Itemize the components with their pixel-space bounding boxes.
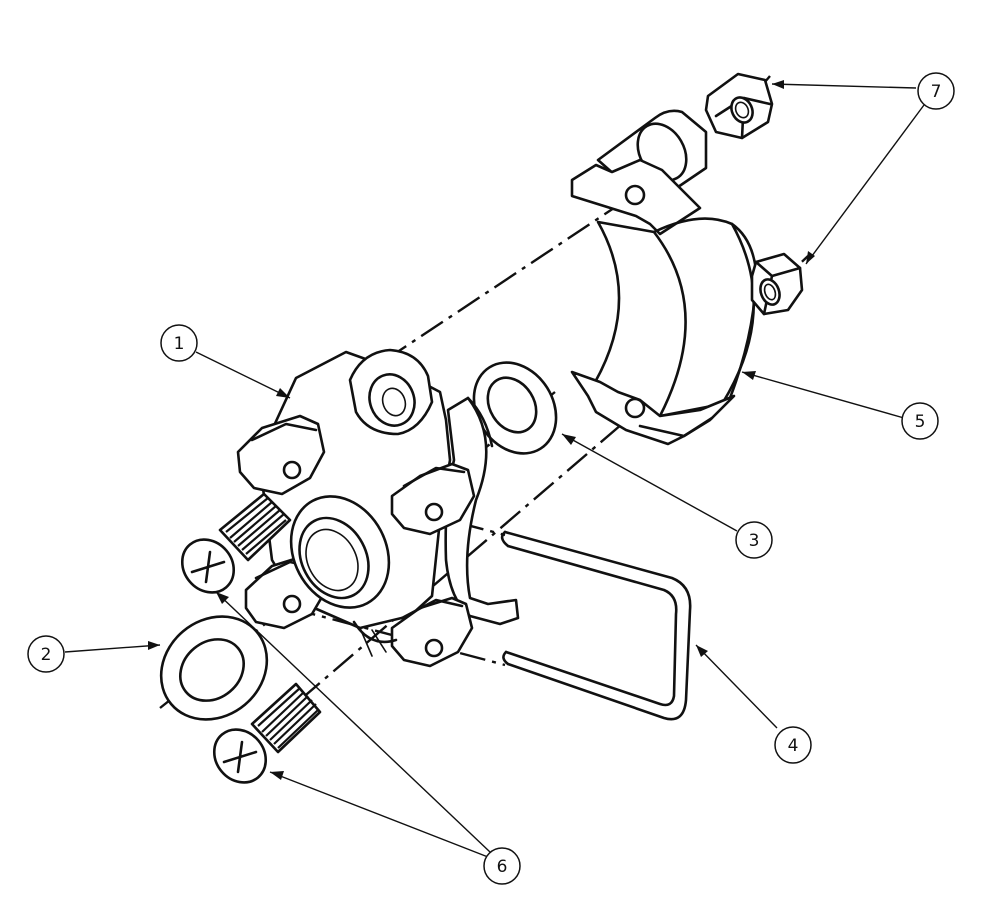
leader-5 xyxy=(741,371,905,419)
callout-label-6: 6 xyxy=(497,857,508,877)
leader-1 xyxy=(195,351,291,399)
clamp-strap-icon xyxy=(570,109,758,446)
callout-balloon-2: 2 xyxy=(27,635,65,673)
leader-lines xyxy=(64,83,925,858)
u-bolt-icon xyxy=(500,530,692,721)
gasket-ring-icon xyxy=(472,361,558,455)
callout-balloon-4: 4 xyxy=(774,726,812,764)
leader-7a xyxy=(771,83,917,89)
leader-6a xyxy=(215,591,491,853)
screw-lower xyxy=(212,682,322,784)
washer-icon xyxy=(159,615,269,721)
leader-2 xyxy=(64,644,161,653)
callout-balloon-6: 6 xyxy=(483,847,521,885)
hex-nut-lower xyxy=(750,252,804,316)
leader-arrowheads xyxy=(148,80,815,780)
centerline-main-axis xyxy=(159,391,556,709)
hex-nut-icon xyxy=(704,72,804,316)
callout-label-4: 4 xyxy=(788,736,799,756)
callout-balloon-3: 3 xyxy=(735,521,773,559)
screw-icon xyxy=(180,492,322,784)
callout-label-5: 5 xyxy=(915,412,926,432)
callout-balloon-7: 7 xyxy=(917,72,955,110)
leader-7b xyxy=(805,104,925,265)
callout-balloon-5: 5 xyxy=(901,402,939,440)
callout-label-2: 2 xyxy=(41,645,52,665)
screw-upper xyxy=(180,492,292,594)
callout-label-3: 3 xyxy=(749,531,760,551)
callout-balloon-1: 1 xyxy=(160,324,198,362)
callout-label-1: 1 xyxy=(174,334,185,354)
leader-4 xyxy=(695,644,778,729)
callout-label-7: 7 xyxy=(931,82,942,102)
hex-nut-upper xyxy=(704,72,774,140)
saddle-body-icon xyxy=(236,348,520,668)
leader-3 xyxy=(561,433,738,532)
leader-6b xyxy=(269,771,489,858)
